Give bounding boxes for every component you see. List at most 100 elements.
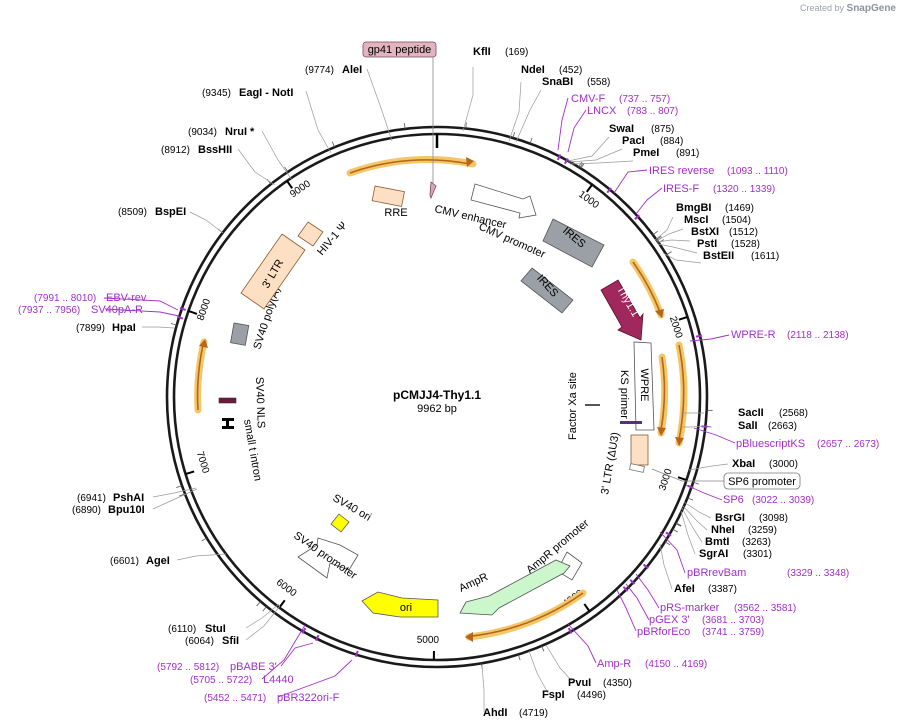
site-alei[interactable]: (9774)AleI <box>305 64 362 76</box>
primer-pbr322ori-pos: (5452 .. 5471) <box>204 693 266 704</box>
feature-hiv1-psi[interactable]: HIV-1 Ψ <box>297 220 350 258</box>
tick-label-7000: 7000 <box>194 450 211 475</box>
site-psti[interactable]: PstI(1528) <box>697 238 760 250</box>
orf-arc-right-2-line <box>678 344 685 441</box>
primer-wprer-name: WPRE-R <box>731 329 776 341</box>
site-eagi-noti[interactable]: (9345) EagI - NotI <box>202 87 293 99</box>
site-psti-pos: (1528) <box>731 239 760 250</box>
primer-prsmarker[interactable]: pRS-marker(3562 .. 3581) <box>660 602 796 614</box>
site-ahdi[interactable]: AhdI(4719) <box>483 707 548 719</box>
tick-mark-1000 <box>585 184 593 193</box>
primer-mark-pbrforeco <box>622 586 629 592</box>
primer-pgex3-name: pGEX 3' <box>649 614 690 626</box>
site-sgrai[interactable]: SgrAI(3301) <box>699 548 772 560</box>
tick-mark-7000 <box>185 470 195 476</box>
site-bstxi-name: BstXI <box>691 226 719 238</box>
primer-iresrev[interactable]: IRES reverse(1093 .. 1110) <box>649 165 788 177</box>
site-mark-swai <box>578 161 583 168</box>
primer-mark-pgex3 <box>629 579 636 585</box>
site-mark-sfii <box>262 606 267 612</box>
site-ndei[interactable]: NdeI(452) <box>521 64 582 76</box>
site-bspei-name: BspEI <box>155 206 186 218</box>
primer-sv40par[interactable]: (7937 .. 7956)SV40pA-R <box>18 304 143 316</box>
site-hpai[interactable]: (7899)HpaI <box>76 322 136 334</box>
site-snabi-pos: (558) <box>587 77 610 88</box>
site-bsrgi[interactable]: BsrGI(3098) <box>715 512 788 524</box>
primer-l4440-name: L4440 <box>263 674 294 686</box>
site-afei[interactable]: AfeI(3387) <box>674 583 737 595</box>
site-agei[interactable]: (6601)AgeI <box>110 555 170 567</box>
primer-pbks[interactable]: pBluescriptKS(2657 .. 2673) <box>736 438 879 450</box>
primer-pbks-name: pBluescriptKS <box>736 438 805 450</box>
primer-lncx[interactable]: LNCX(783 .. 807) <box>587 105 678 117</box>
tick-mark-3000 <box>677 476 687 482</box>
site-xbai[interactable]: XbaI(3000) <box>732 458 798 470</box>
site-bmti[interactable]: BmtI(3263) <box>705 536 771 548</box>
site-eagi-name: EagI - NotI <box>239 87 293 99</box>
feature-sv40-nls[interactable]: SV40 NLS <box>218 377 267 429</box>
site-sali[interactable]: SalI(2663) <box>738 420 797 432</box>
site-nhei[interactable]: NheI(3259) <box>711 524 777 536</box>
site-msci[interactable]: MscI(1504) <box>684 214 751 226</box>
feature-wpre[interactable]: WPRE <box>620 341 655 431</box>
feature-sv40-ori[interactable]: SV40 ori <box>330 492 374 533</box>
feature-3ltr-du3[interactable]: 3' LTR (ΔU3) <box>599 431 649 496</box>
primer-pbrrevbam-pos: (3329 .. 3348) <box>787 568 849 579</box>
orf-arc-top-head <box>466 157 474 167</box>
feature-sp6-promoter[interactable]: SP6 promoter <box>651 468 801 490</box>
feature-ires-2[interactable]: IRES <box>520 267 574 314</box>
site-sacii[interactable]: SacII (2568) <box>738 407 808 419</box>
tick-mark-4000 <box>583 603 591 612</box>
feature-sv40-promoter[interactable]: SV40 promoter <box>291 530 359 582</box>
primer-l4440-pos: (5705 .. 5722) <box>190 675 252 686</box>
primer-pbr322ori[interactable]: (5452 .. 5471)pBR322ori-F <box>204 692 340 704</box>
primer-iresf[interactable]: IRES-F(1320 .. 1339) <box>663 183 775 195</box>
site-paci[interactable]: PacI(884) <box>622 135 683 147</box>
primer-ampr[interactable]: Amp-R(4150 .. 4169) <box>597 658 707 670</box>
feature-rre[interactable]: RRE <box>371 185 408 219</box>
site-sacii-pos: (2568) <box>779 408 808 419</box>
site-pshai[interactable]: (6941)PshAI <box>77 492 144 504</box>
site-eagi-pos: (9345) <box>202 88 231 99</box>
primer-pbrrevbam[interactable]: pBRrevBam (3329 .. 3348) <box>687 567 849 579</box>
site-snabi-name: SnaBI <box>542 76 573 88</box>
primer-wprer[interactable]: WPRE-R(2118 .. 2138) <box>731 329 849 341</box>
site-nrui[interactable]: (9034)NruI * <box>188 126 255 138</box>
site-bsshii[interactable]: (8912)BssHII <box>161 144 232 156</box>
primer-sp6[interactable]: SP6(3022 .. 3039) <box>723 494 814 506</box>
site-fspi[interactable]: FspI(4496) <box>542 689 606 701</box>
primer-pgex3[interactable]: pGEX 3'(3681 .. 3703) <box>649 614 764 626</box>
site-swai[interactable]: SwaI(875) <box>609 123 674 135</box>
site-stui[interactable]: (6110)StuI <box>168 623 226 635</box>
site-bsteii[interactable]: BstEII(1611) <box>703 250 779 262</box>
feature-factor-xa[interactable]: Factor Xa site <box>567 372 600 440</box>
site-sali-name: SalI <box>738 420 758 432</box>
site-bspei[interactable]: (8509)BspEI <box>118 206 186 218</box>
site-pvui[interactable]: PvuI(4350) <box>568 677 632 689</box>
site-mark-eagi <box>331 141 335 148</box>
brand-name: SnapGene <box>846 3 896 14</box>
primer-cmvf[interactable]: CMV-F(737 .. 757) <box>571 93 670 105</box>
primer-pbrrevbam-name: pBRrevBam <box>687 567 746 579</box>
site-afei-name: AfeI <box>674 583 695 595</box>
primer-ebvrev[interactable]: (7991 .. 8010)EBV-rev <box>34 292 147 304</box>
feature-thy11[interactable]: Thy1.1 <box>600 279 644 341</box>
site-kfli-pos: (169) <box>505 47 528 58</box>
site-bmgbi[interactable]: BmgBI(1469) <box>676 202 754 214</box>
tick-mark-8000 <box>188 310 198 315</box>
site-snabi[interactable]: SnaBI (558) <box>542 76 610 88</box>
site-kfli[interactable]: KflI(169) <box>473 46 528 58</box>
feature-ampr[interactable]: AmpR <box>457 559 571 616</box>
site-bstxi[interactable]: BstXI(1512) <box>691 226 758 238</box>
primer-sv40par-name: SV40pA-R <box>91 304 143 316</box>
primer-pbabe3[interactable]: (5792 .. 5812)pBABE 3' <box>157 661 277 673</box>
feature-ori[interactable]: ori <box>361 591 439 618</box>
primer-l4440[interactable]: (5705 .. 5722) L4440 <box>190 674 294 686</box>
site-bpu10i[interactable]: (6890)Bpu10I <box>72 504 145 516</box>
site-sacii-name: SacII <box>738 407 764 419</box>
site-pmei[interactable]: PmeI(891) <box>633 147 699 159</box>
primer-pbrforeco[interactable]: pBRforEco(3741 .. 3759) <box>637 626 764 638</box>
feature-ires-1[interactable]: IRES <box>542 218 605 268</box>
feature-gp41[interactable]: gp41 peptide <box>362 41 437 200</box>
site-sfii[interactable]: (6064)SfiI <box>185 635 239 647</box>
